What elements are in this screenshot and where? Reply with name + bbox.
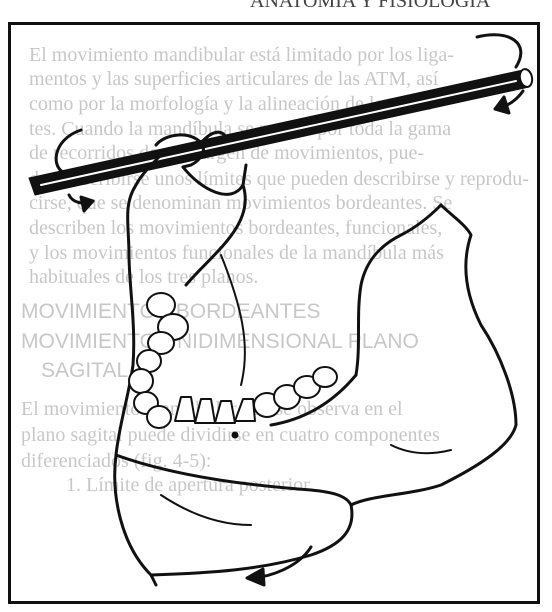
mental-foramen	[232, 432, 238, 438]
mandible	[115, 132, 516, 585]
top-bleed-text: ANATOMÍA Y FISIOLOGÍA	[250, 0, 490, 13]
lower-teeth	[129, 293, 337, 428]
top-bleed-strip: ANATOMÍA Y FISIOLOGÍA	[0, 0, 552, 22]
mandible-illustration	[11, 25, 537, 601]
figure-frame: El movimiento mandibular está limitado p…	[8, 22, 540, 604]
rotation-axis-rod	[29, 68, 534, 195]
